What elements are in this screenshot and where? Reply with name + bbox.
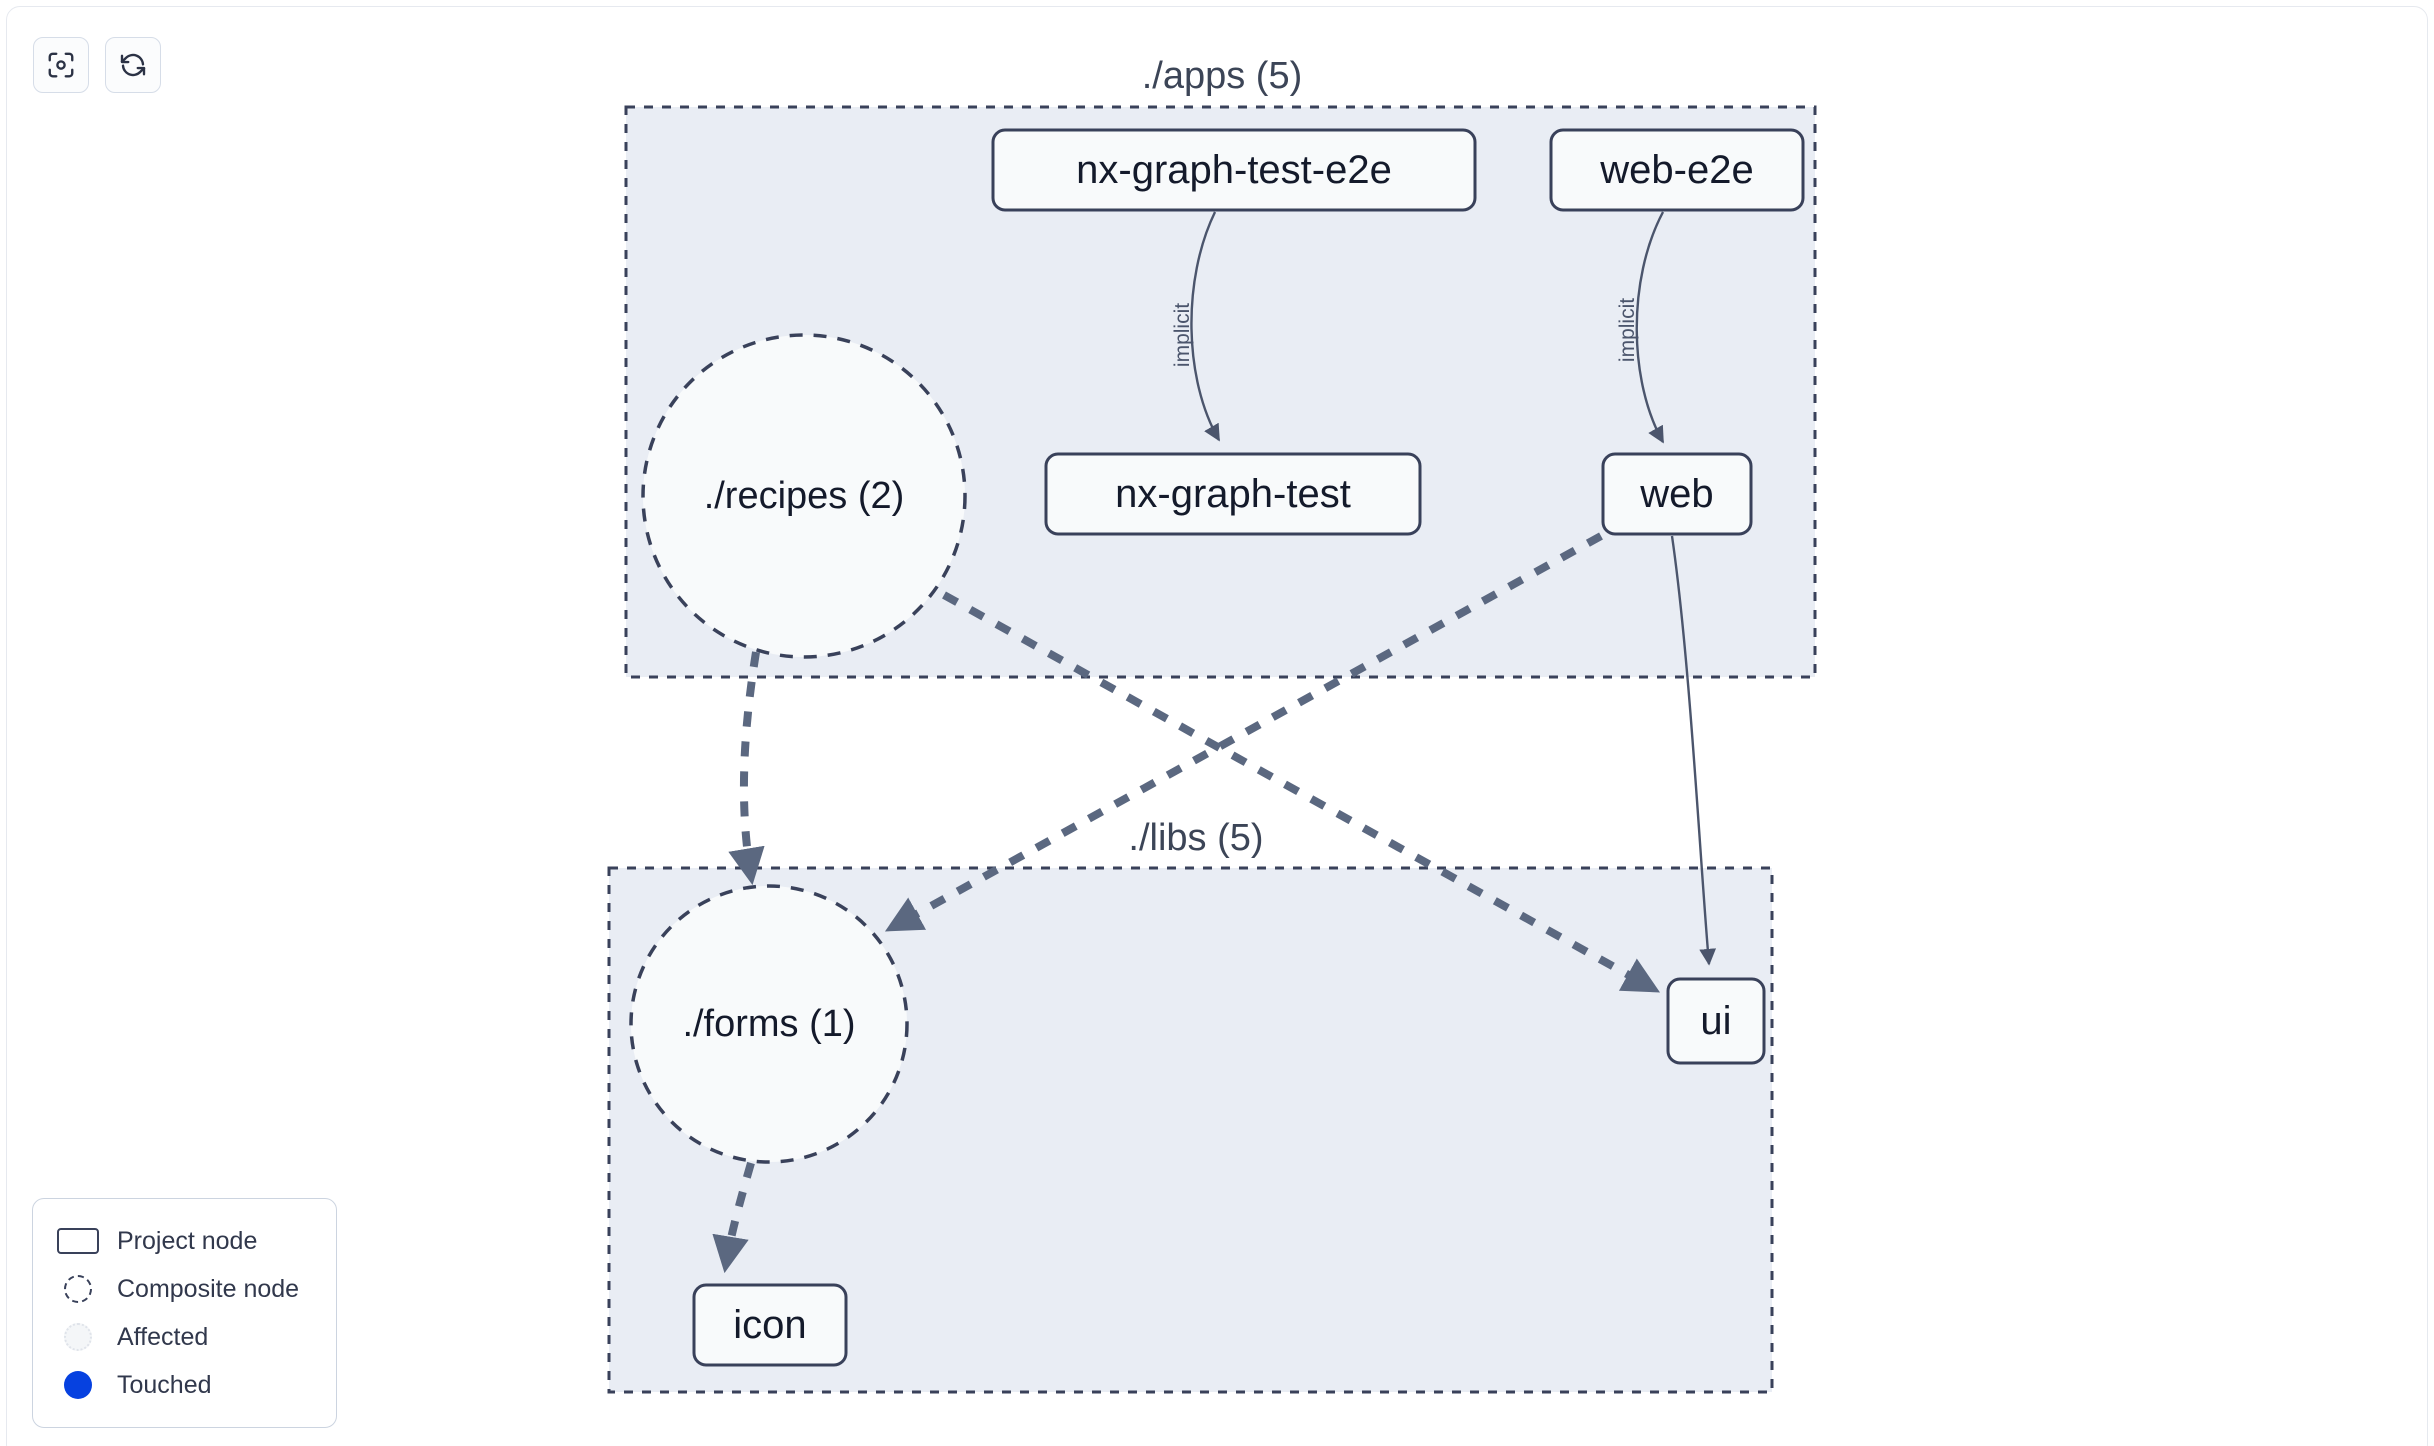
touched-swatch — [55, 1371, 101, 1399]
edge-web-to-ui[interactable] — [1670, 535, 1717, 966]
project-node-ui[interactable] — [1666, 977, 1766, 1065]
edge-labels-layer: implicit implicit — [1171, 298, 1639, 367]
legend-label: Project node — [117, 1226, 258, 1255]
edge-forms-to-icon[interactable] — [712, 1161, 755, 1274]
composite-node-recipes[interactable] — [641, 333, 967, 659]
node-label-ui: ui — [1700, 999, 1731, 1043]
legend-label: Touched — [117, 1370, 212, 1399]
project-node-web[interactable] — [1601, 452, 1753, 536]
project-node-icon[interactable] — [692, 1283, 848, 1367]
node-label-forms: ./forms (1) — [682, 1003, 855, 1045]
affected-swatch — [55, 1323, 101, 1351]
composite-node-swatch — [55, 1275, 101, 1303]
node-label-recipes: ./recipes (2) — [704, 475, 905, 517]
node-label-icon: icon — [733, 1303, 806, 1347]
focus-target-icon — [46, 50, 76, 80]
edge-label-web-e2e-to-web: implicit — [1616, 298, 1639, 362]
project-node-web-e2e[interactable] — [1549, 128, 1805, 212]
refresh-icon — [118, 50, 148, 80]
graph-toolbar — [33, 37, 161, 93]
group-label-apps: ./apps (5) — [1142, 55, 1303, 97]
project-node-nx-graph-test[interactable] — [1044, 452, 1422, 536]
edges-layer — [712, 211, 1717, 1274]
group-label-libs: ./libs (5) — [1128, 817, 1263, 859]
edge-recipes-to-ui[interactable] — [942, 591, 1661, 993]
node-label-web: web — [1639, 472, 1713, 516]
legend-item-affected: Affected — [55, 1313, 316, 1361]
refresh-graph-button[interactable] — [105, 37, 161, 93]
legend-item-project-node: Project node — [55, 1217, 316, 1265]
composite-node-forms[interactable] — [629, 884, 909, 1164]
project-node-swatch — [55, 1228, 101, 1254]
nodes-layer: nx-graph-test-e2e web-e2e nx-graph-test web… — [629, 128, 1805, 1367]
project-node-nx-graph-test-e2e[interactable] — [991, 128, 1477, 212]
edge-recipes-to-forms[interactable] — [728, 651, 765, 886]
node-label-nx-graph-test: nx-graph-test — [1115, 472, 1351, 516]
edge-web-e2e-to-web[interactable] — [1635, 211, 1665, 444]
node-label-web-e2e: web-e2e — [1599, 148, 1753, 192]
graph-legend: Project node Composite node Affected Tou… — [32, 1198, 337, 1428]
group-labels-layer: ./apps (5) ./libs (5) — [1128, 55, 1302, 859]
legend-item-touched: Touched — [55, 1361, 316, 1409]
legend-label: Composite node — [117, 1274, 300, 1303]
legend-item-composite-node: Composite node — [55, 1265, 316, 1313]
legend-label: Affected — [117, 1322, 209, 1351]
node-label-nx-graph-test-e2e: nx-graph-test-e2e — [1076, 148, 1392, 192]
edge-label-nx-graph-test-e2e-to-nx-graph-test: implicit — [1171, 303, 1194, 367]
edge-nx-graph-test-e2e-to-nx-graph-test[interactable] — [1190, 211, 1221, 442]
edge-web-to-forms[interactable] — [884, 532, 1603, 932]
focus-graph-button[interactable] — [33, 37, 89, 93]
